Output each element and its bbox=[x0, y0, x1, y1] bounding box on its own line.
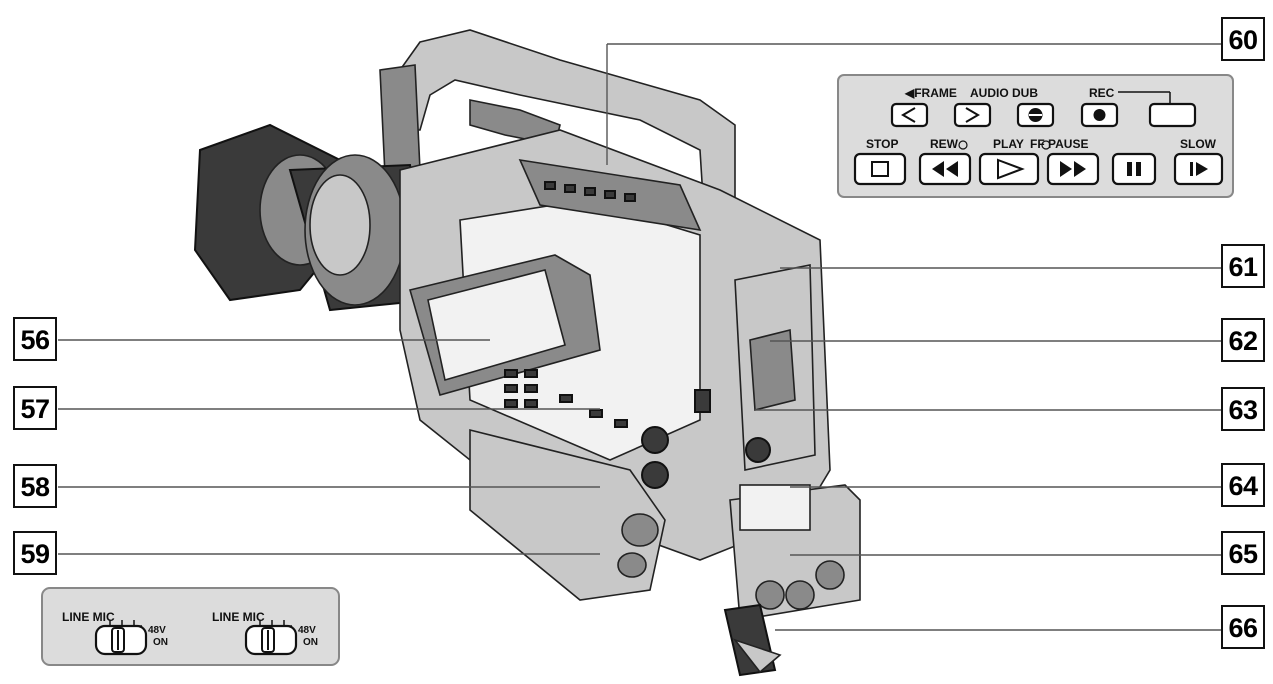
callout-66: 66 bbox=[1221, 605, 1265, 649]
play-label: PLAY bbox=[993, 137, 1024, 151]
callout-box-65 bbox=[1221, 531, 1265, 575]
play-button[interactable] bbox=[978, 152, 1040, 186]
callout-62: 62 bbox=[1221, 318, 1265, 362]
stop-label: STOP bbox=[866, 137, 898, 151]
callout-63: 63 bbox=[1221, 387, 1265, 431]
callout-number-64: 64 bbox=[1228, 471, 1258, 501]
callout-leaders bbox=[58, 43, 1222, 631]
phantom-label-1: 48V bbox=[148, 625, 166, 636]
rew-button[interactable] bbox=[918, 152, 972, 186]
callout-number-58: 58 bbox=[20, 472, 50, 502]
audio-dub-label: AUDIO DUB bbox=[970, 86, 1038, 100]
callout-number-66: 66 bbox=[1228, 613, 1258, 643]
callout-number-59: 59 bbox=[20, 539, 50, 569]
top-rail-buttons bbox=[544, 181, 636, 202]
callout-box-61 bbox=[1221, 244, 1265, 288]
callout-box-60 bbox=[1221, 17, 1265, 61]
pause-button[interactable] bbox=[1111, 152, 1157, 186]
camcorder-illustration bbox=[193, 29, 861, 677]
mic-switch-2: LINE MIC 48V ON bbox=[212, 610, 318, 656]
ff-label: FF bbox=[1030, 137, 1045, 151]
mic-switch-panel: LINE MIC 48V ON LINE MIC 48V ON bbox=[41, 587, 340, 666]
callout-number-56: 56 bbox=[20, 325, 50, 355]
frame-rev-button[interactable] bbox=[890, 102, 929, 128]
callout-box-57 bbox=[13, 386, 57, 430]
mic-switch-1: LINE MIC 48V ON bbox=[62, 610, 168, 656]
callout-box-56 bbox=[13, 317, 57, 361]
callout-65: 65 bbox=[1221, 531, 1265, 575]
callout-box-66 bbox=[1221, 605, 1265, 649]
callout-60: 60 bbox=[1221, 17, 1265, 61]
callout-box-64 bbox=[1221, 463, 1265, 507]
on-label-2: ON bbox=[303, 637, 318, 648]
callout-box-58 bbox=[13, 464, 57, 508]
callout-number-62: 62 bbox=[1228, 326, 1257, 356]
stop-button[interactable] bbox=[853, 152, 907, 186]
callout-57: 57 bbox=[13, 386, 57, 430]
frame-rev-label: ◀FRAME bbox=[904, 86, 957, 100]
rec-blank-button[interactable] bbox=[1148, 102, 1197, 128]
tape-control-panel: ◀FRAME AUDIO DUB REC STOP REW PLAY FF PA bbox=[837, 74, 1234, 198]
line-mic-label-1: LINE MIC bbox=[62, 610, 115, 624]
lcd-screen bbox=[427, 269, 566, 382]
callout-64: 64 bbox=[1221, 463, 1265, 507]
callout-number-57: 57 bbox=[20, 394, 49, 424]
callout-box-59 bbox=[13, 531, 57, 575]
ff-button[interactable] bbox=[1046, 152, 1100, 186]
callout-labels: 60 61 62 63 64 65 66 56 57 58 59 bbox=[13, 17, 1265, 649]
audio-dub-button[interactable] bbox=[1016, 102, 1055, 128]
rec-button[interactable] bbox=[1080, 102, 1119, 128]
slow-button[interactable] bbox=[1173, 152, 1224, 186]
rew-label: REW bbox=[930, 137, 959, 151]
callout-number-65: 65 bbox=[1228, 539, 1258, 569]
callout-box-63 bbox=[1221, 387, 1265, 431]
callout-number-61: 61 bbox=[1228, 252, 1258, 282]
callout-59: 59 bbox=[13, 531, 57, 575]
callout-number-60: 60 bbox=[1228, 25, 1257, 55]
callout-56: 56 bbox=[13, 317, 57, 361]
pause-label: PAUSE bbox=[1048, 137, 1088, 151]
callout-58: 58 bbox=[13, 464, 57, 508]
button-panel bbox=[504, 369, 628, 428]
frame-fwd-button[interactable] bbox=[953, 102, 992, 128]
on-label-1: ON bbox=[153, 637, 168, 648]
line-mic-label-2: LINE MIC bbox=[212, 610, 265, 624]
rec-label: REC bbox=[1089, 86, 1115, 100]
slow-label: SLOW bbox=[1180, 137, 1217, 151]
callout-number-63: 63 bbox=[1228, 395, 1258, 425]
callout-61: 61 bbox=[1221, 244, 1265, 288]
phantom-label-2: 48V bbox=[298, 625, 316, 636]
callout-box-62 bbox=[1221, 318, 1265, 362]
